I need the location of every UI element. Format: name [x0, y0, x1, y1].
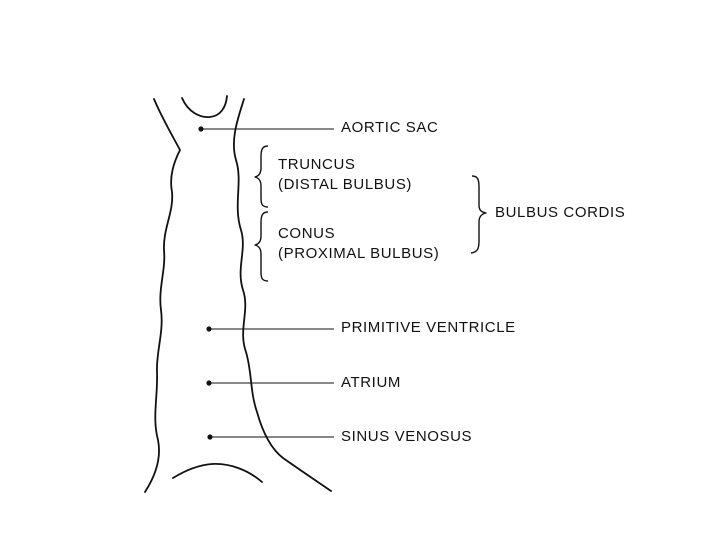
heart-tube-top-notch: [182, 96, 227, 117]
conus-label: CONUS: [278, 224, 335, 244]
atrium-label: ATRIUM: [341, 373, 401, 393]
heart-tube-left-wall: [145, 99, 180, 492]
proximal-bulbus-label: (PROXIMAL BULBUS): [278, 244, 439, 264]
truncus-brace: [255, 146, 268, 207]
bulbus-cordis-brace: [471, 176, 486, 253]
primitive-ventricle-label: PRIMITIVE VENTRICLE: [341, 318, 516, 338]
heart-tube-bottom-notch: [173, 464, 262, 482]
conus-brace: [255, 212, 268, 281]
truncus-label: TRUNCUS: [278, 155, 356, 175]
bulbus-cordis-label: BULBUS CORDIS: [495, 203, 625, 223]
aortic-sac-label: AORTIC SAC: [341, 118, 438, 138]
distal-bulbus-label: (DISTAL BULBUS): [278, 175, 412, 195]
sinus-venosus-label: SINUS VENOSUS: [341, 427, 472, 447]
